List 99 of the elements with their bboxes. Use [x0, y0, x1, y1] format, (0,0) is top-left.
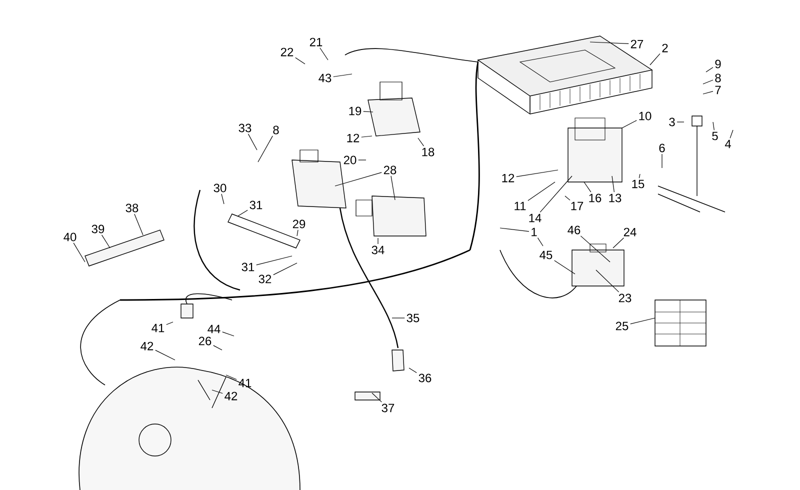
callout-number: 14 [529, 214, 542, 222]
leader-line [612, 238, 624, 248]
callout-number: 31 [242, 262, 254, 272]
leader-line [580, 236, 610, 262]
leader-line [537, 238, 544, 246]
callout-number: 23 [618, 294, 632, 302]
leader-line [334, 172, 382, 186]
leader-line [622, 120, 637, 128]
leader-line [612, 176, 614, 192]
leader-line [101, 234, 110, 248]
callout-number: 39 [92, 224, 104, 234]
callout-number: 12 [347, 134, 360, 142]
leader-line [273, 262, 298, 276]
callout-number: 22 [280, 48, 294, 56]
leader-line [596, 270, 620, 292]
leader-line [390, 176, 396, 200]
callout-number: 32 [258, 274, 272, 284]
callout-number: 36 [418, 374, 432, 382]
callout-number: 25 [616, 322, 628, 330]
callout-number: 26 [198, 336, 212, 346]
leader-line [258, 136, 273, 162]
callout-number: 8 [273, 126, 279, 134]
callout-number: 42 [140, 342, 154, 350]
callout-number: 21 [310, 38, 322, 46]
leader-line [554, 260, 576, 274]
callout-number: 11 [514, 202, 526, 210]
callout-number: 4 [724, 140, 731, 148]
callout-number: 27 [630, 40, 644, 48]
leader-line [222, 332, 234, 336]
leader-line [155, 350, 176, 360]
callout-number: 7 [715, 86, 721, 94]
callout-number: 9 [715, 60, 721, 68]
callout-number: 20 [344, 156, 356, 164]
callout-number: 38 [126, 204, 138, 212]
callout-number: 41 [238, 378, 252, 388]
leader-line [584, 182, 592, 192]
leader-line [702, 80, 714, 84]
callout-number: 24 [624, 228, 636, 236]
callout-number: 18 [422, 148, 434, 156]
callout-number: 16 [589, 194, 602, 202]
callout-number: 28 [384, 166, 396, 174]
callout-number: 10 [639, 112, 652, 120]
leader-line [226, 374, 237, 380]
leader-line [564, 196, 570, 200]
callout-number: 45 [540, 250, 552, 260]
leader-line [134, 214, 144, 236]
callout-number: 3 [669, 118, 675, 126]
callout-number: 31 [250, 200, 262, 210]
callout-number: 33 [238, 124, 252, 132]
callout-number: 19 [349, 106, 362, 116]
callout-number: 35 [406, 314, 420, 322]
callout-number: 6 [659, 144, 665, 152]
leader-line [213, 345, 222, 350]
leader-line [712, 122, 714, 130]
leader-line [361, 136, 372, 138]
callout-number: 2 [662, 44, 668, 52]
callout-number: 15 [632, 180, 644, 188]
leader-line [638, 174, 640, 178]
leader-line [408, 368, 417, 374]
leader-line [248, 134, 258, 150]
callout-number: 30 [214, 184, 226, 192]
callout-number: 41 [152, 324, 164, 332]
leader-line [650, 53, 660, 66]
callout-number: 34 [372, 246, 384, 254]
leader-line [238, 210, 248, 216]
callout-number: 1 [532, 228, 537, 236]
leader-line [256, 256, 292, 266]
leader-line [212, 390, 223, 394]
callout-number: 43 [318, 74, 332, 82]
leader-line [702, 91, 714, 94]
leader-line [372, 392, 382, 402]
callout-number: 8 [715, 74, 721, 82]
leader-line [295, 57, 306, 64]
leader-line [540, 176, 572, 212]
leader-line [320, 48, 328, 60]
leader-line [418, 138, 424, 146]
callout-number: 46 [568, 226, 580, 234]
callout-number: 13 [609, 194, 622, 202]
callout-number: 12 [502, 174, 514, 182]
callout-number: 17 [571, 202, 584, 210]
leader-line [296, 230, 298, 236]
leader-line [706, 67, 714, 72]
leader-line [590, 42, 629, 44]
callout-number: 44 [208, 324, 220, 334]
leader-line [333, 74, 352, 78]
leader-line [630, 318, 656, 324]
leader-line [500, 228, 530, 232]
leader-line [730, 130, 734, 138]
callout-number: 42 [224, 392, 238, 400]
leader-line [516, 170, 558, 177]
callout-number: 29 [292, 220, 306, 228]
leader-line [221, 194, 224, 204]
leader-line [73, 242, 86, 262]
leader-line [166, 322, 174, 325]
callout-number: 5 [712, 132, 718, 140]
leader-line [363, 111, 374, 112]
callout-number: 40 [64, 232, 76, 242]
leader-line [528, 182, 556, 201]
callout-number: 37 [382, 404, 394, 412]
